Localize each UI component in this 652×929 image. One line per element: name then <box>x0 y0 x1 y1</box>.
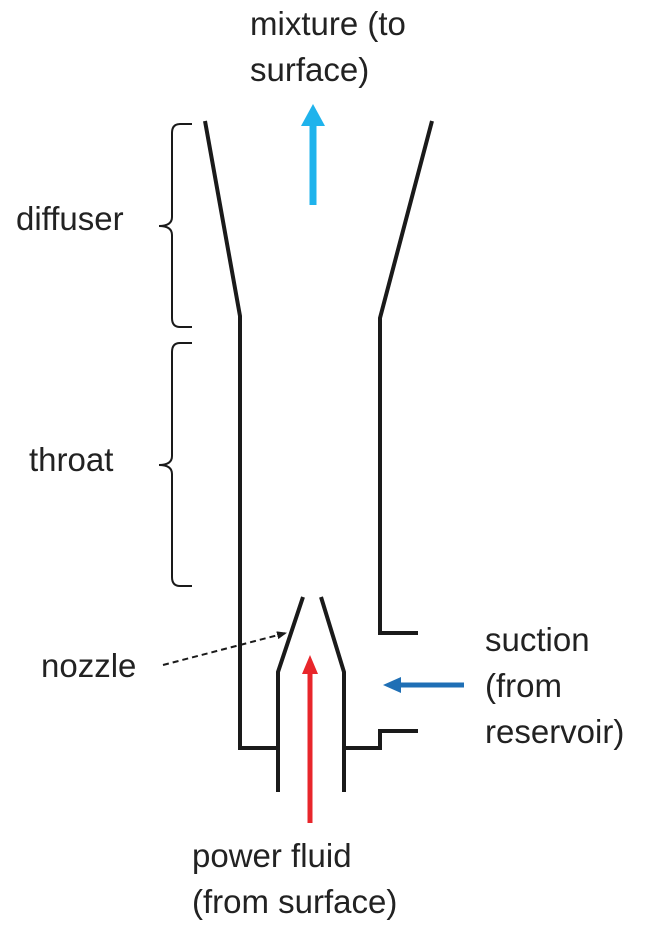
power-fluid-label-line-2: (from surface) <box>192 883 398 920</box>
nozzle-label: nozzle <box>41 647 137 684</box>
nozzle-left <box>276 596 305 792</box>
diffuser-bracket <box>158 123 192 328</box>
suction-label-line-3: reservoir) <box>485 713 625 750</box>
suction-label-line-2: (from <box>485 667 562 704</box>
throat-label: throat <box>29 441 114 478</box>
mixture-label-line-1: mixture (to <box>250 5 406 42</box>
nozzle-right <box>319 596 346 792</box>
right-wall <box>378 120 434 635</box>
suction-arrow <box>383 677 464 693</box>
diffuser-label: diffuser <box>16 200 124 237</box>
mixture-label-line-2: surface) <box>250 51 370 88</box>
power-fluid-arrow <box>302 655 318 823</box>
left-wall <box>203 120 278 750</box>
suction-label-line-1: suction <box>485 621 590 658</box>
right-lower-wall <box>344 729 418 750</box>
throat-bracket <box>158 342 192 587</box>
pump-body-outline <box>203 120 434 792</box>
mixture-arrow <box>301 104 325 205</box>
nozzle-pointer-arrow <box>162 631 287 666</box>
power-fluid-label-line-1: power fluid <box>192 837 352 874</box>
